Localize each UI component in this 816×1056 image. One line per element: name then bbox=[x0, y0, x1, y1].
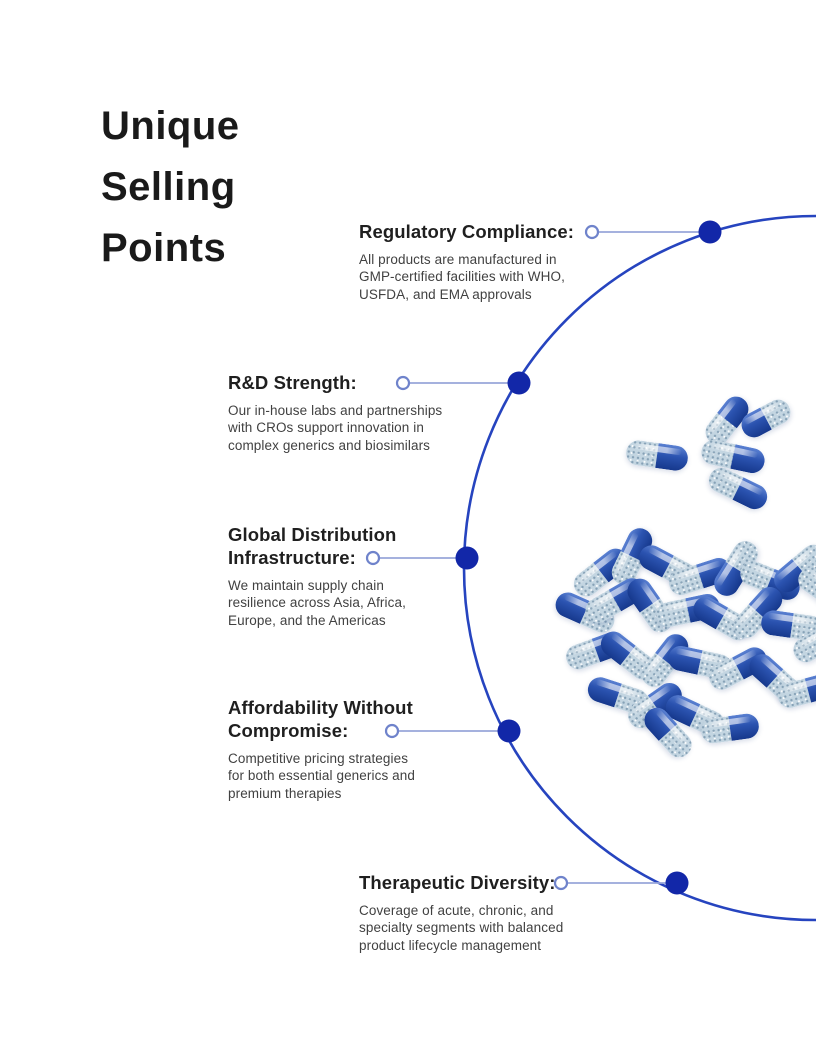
item-heading: Therapeutic Diversity: bbox=[359, 872, 556, 893]
filled-node-icon bbox=[497, 719, 521, 743]
usp-item-therapeutic-diversity: Therapeutic Diversity: Coverage of acute… bbox=[359, 871, 609, 954]
hollow-node-icon bbox=[365, 550, 381, 566]
hollow-node-icon bbox=[395, 375, 411, 391]
item-heading: Regulatory Compliance: bbox=[359, 221, 574, 242]
filled-node-icon bbox=[665, 871, 689, 895]
hollow-node-icon bbox=[384, 723, 400, 739]
page-title: Unique Selling Points bbox=[101, 104, 240, 270]
item-body: Coverage of acute, chronic, and specialt… bbox=[359, 903, 564, 953]
filled-node-icon bbox=[507, 371, 531, 395]
filled-node-icon bbox=[455, 546, 479, 570]
item-body: All products are manufactured in GMP-cer… bbox=[359, 252, 565, 302]
usp-item-regulatory-compliance: Regulatory Compliance: All products are … bbox=[359, 220, 609, 303]
item-heading: R&D Strength: bbox=[228, 372, 357, 393]
item-heading: Affordability Without Compromise: bbox=[228, 697, 413, 741]
hollow-node-icon bbox=[553, 875, 569, 891]
item-body: Our in-house labs and partnerships with … bbox=[228, 403, 443, 453]
usp-item-affordability: Affordability Without Compromise: Compet… bbox=[228, 696, 478, 802]
usp-item-rd-strength: R&D Strength: Our in-house labs and part… bbox=[228, 371, 478, 454]
filled-node-icon bbox=[698, 220, 722, 244]
main-circle bbox=[462, 214, 816, 922]
hollow-node-icon bbox=[584, 224, 600, 240]
item-heading: Global Distribution Infrastructure: bbox=[228, 524, 397, 568]
item-body: We maintain supply chain resilience acro… bbox=[228, 578, 406, 628]
item-body: Competitive pricing strategies for both … bbox=[228, 751, 415, 801]
usp-item-global-distribution: Global Distribution Infrastructure: We m… bbox=[228, 523, 478, 629]
